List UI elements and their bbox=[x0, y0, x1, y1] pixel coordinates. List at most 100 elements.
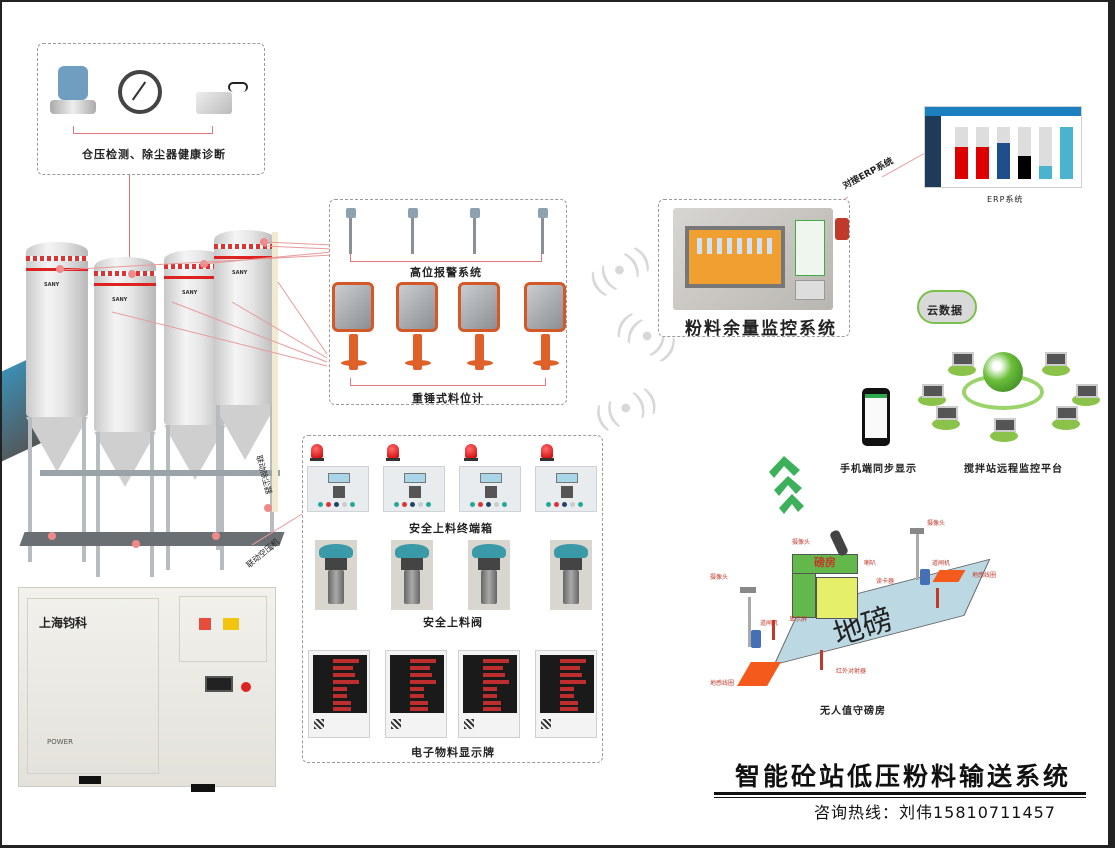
safety-valve-2 bbox=[391, 540, 433, 610]
forklift-slot bbox=[191, 784, 215, 792]
remote-platform-label: 搅拌站远程监控平台 bbox=[964, 464, 1063, 475]
erp-label: ERP系统 bbox=[987, 195, 1024, 204]
erp-sidebar bbox=[925, 116, 941, 187]
cloud-icon bbox=[917, 290, 977, 324]
monitor-alarm-light bbox=[835, 218, 849, 240]
upload-chevron-icon bbox=[769, 456, 804, 514]
compressor-model-mark: POWER bbox=[47, 738, 73, 746]
alarm-beacon-icon bbox=[310, 444, 324, 461]
compressor-upper-panel bbox=[179, 596, 267, 662]
light-pole bbox=[748, 597, 751, 647]
infrared-sensor bbox=[772, 620, 775, 640]
light-pole bbox=[916, 532, 919, 580]
hmi-screen bbox=[685, 226, 785, 288]
title-rule-thin bbox=[714, 797, 1086, 798]
laptop-pad bbox=[948, 364, 976, 376]
transmitter-flange bbox=[50, 100, 96, 114]
sensor-dot bbox=[132, 540, 140, 548]
silo-platform bbox=[40, 470, 280, 476]
mobile-label: 手机端同步显示 bbox=[840, 464, 917, 475]
barrier-gate-icon bbox=[751, 630, 761, 648]
annotation: 摄像头 bbox=[927, 520, 946, 527]
hammer-bracket bbox=[350, 378, 546, 386]
pressure-connector-line bbox=[129, 175, 130, 269]
terminal-box-4 bbox=[535, 466, 597, 512]
sensor-dot bbox=[48, 532, 56, 540]
laptop-icon bbox=[952, 352, 974, 366]
erp-bar bbox=[1060, 127, 1073, 179]
material-display-label: 电子物料显示牌 bbox=[411, 746, 495, 759]
differential-pressure-sensor-image bbox=[196, 92, 232, 114]
camera-icon bbox=[740, 587, 756, 593]
material-display-4 bbox=[535, 650, 597, 738]
pressure-label: 仓压检测、除尘器健康诊断 bbox=[82, 148, 226, 161]
compressor-brand: 上海钧科 bbox=[39, 616, 88, 630]
camera-icon bbox=[910, 528, 924, 534]
title-rule-thick bbox=[714, 792, 1086, 795]
laptop-icon bbox=[994, 418, 1016, 432]
infrared-sensor bbox=[936, 588, 939, 608]
mobile-phone-icon bbox=[862, 388, 890, 446]
laptop-icon bbox=[1045, 352, 1067, 366]
alarm-beacon-icon bbox=[540, 444, 554, 461]
annotation: 喇叭 bbox=[864, 560, 877, 567]
pressure-transmitter-image bbox=[58, 66, 88, 100]
terminal-box-label: 安全上料终端箱 bbox=[409, 522, 493, 535]
warning-sticker bbox=[199, 618, 239, 630]
dust-collector-pipe bbox=[272, 232, 278, 512]
erp-bar bbox=[1039, 127, 1052, 179]
annotation: 读卡器 bbox=[876, 578, 895, 585]
scale-house-label: 磅房 bbox=[814, 556, 836, 569]
material-display-1 bbox=[308, 650, 370, 738]
pressure-detection-panel: 仓压检测、除尘器健康诊断 bbox=[37, 43, 265, 175]
laptop-pad bbox=[1052, 418, 1080, 430]
emergency-stop-button bbox=[241, 682, 251, 692]
level-sensor-panel: 高位报警系统 重锤式料位计 bbox=[329, 199, 567, 405]
scale-house bbox=[816, 577, 858, 619]
laptop-pad bbox=[1042, 364, 1070, 376]
laptop-pad bbox=[990, 430, 1018, 442]
scale-house-roof bbox=[792, 554, 858, 574]
safety-valve-3 bbox=[468, 540, 510, 610]
laptop-icon bbox=[936, 406, 958, 420]
alarm-bracket bbox=[350, 254, 542, 262]
alarm-beacon-icon bbox=[464, 444, 478, 461]
laptop-icon bbox=[922, 384, 944, 398]
laptop-pad bbox=[932, 418, 960, 430]
terminal-box-3 bbox=[459, 466, 521, 512]
annotation: 显示屏 bbox=[789, 616, 808, 623]
terminal-box-1 bbox=[307, 466, 369, 512]
safety-feeding-panel: 安全上料终端箱 安全上料阀 电子物料显示牌 bbox=[302, 435, 603, 763]
safety-valve-label: 安全上料阀 bbox=[423, 616, 483, 629]
sensor-dot bbox=[212, 532, 220, 540]
annotation: 摄像头 bbox=[710, 574, 729, 581]
erp-bar bbox=[976, 127, 989, 179]
compressor-control-panel bbox=[205, 676, 233, 692]
safety-valve-1 bbox=[315, 540, 357, 610]
powder-monitor-label: 粉料余量监控系统 bbox=[685, 319, 837, 339]
laptop-icon bbox=[1076, 384, 1098, 398]
terminal-box-2 bbox=[383, 466, 445, 512]
pressure-bracket bbox=[73, 126, 213, 134]
weighbridge-label: 无人值守磅房 bbox=[820, 706, 886, 717]
annotation: 红外对射器 bbox=[836, 668, 867, 675]
sensor-dot bbox=[128, 270, 136, 278]
erp-bar bbox=[955, 127, 968, 179]
compressor-door bbox=[27, 598, 159, 774]
annotation: 摄像头 bbox=[792, 539, 811, 546]
erp-bar bbox=[997, 127, 1010, 179]
cloud-data-label: 云数据 bbox=[927, 304, 963, 317]
erp-header bbox=[925, 107, 1081, 116]
barrier-gate-icon bbox=[920, 569, 930, 585]
scale-house-side bbox=[792, 570, 816, 618]
annotation: 地感线圈 bbox=[972, 572, 997, 579]
globe-icon bbox=[983, 352, 1023, 392]
hmi-info-card bbox=[795, 220, 825, 276]
hotline-text: 咨询热线：刘伟15810711457 bbox=[814, 803, 1056, 822]
air-compressor-image: 上海钧科 POWER bbox=[18, 587, 276, 792]
page-title: 智能砼站低压粉料输送系统 bbox=[735, 762, 1072, 791]
annotation: 道闸机 bbox=[932, 560, 951, 567]
pressure-gauge-image bbox=[118, 70, 162, 114]
